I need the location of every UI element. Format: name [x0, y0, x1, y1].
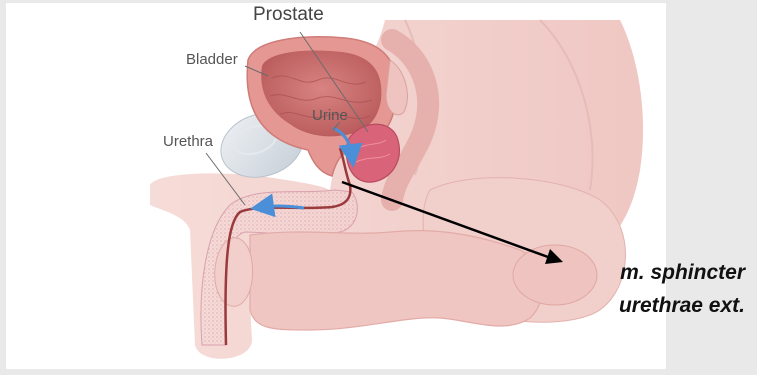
sphincter-annotation-line-1: m. sphincter — [620, 258, 745, 288]
prostate-label: Prostate — [253, 4, 324, 26]
bladder-label: Bladder — [186, 51, 238, 68]
urethra-label: Urethra — [163, 133, 213, 150]
sphincter-annotation-line-2: urethrae ext. — [619, 291, 745, 321]
penis — [250, 231, 542, 330]
urine-label: Urine — [312, 107, 348, 124]
